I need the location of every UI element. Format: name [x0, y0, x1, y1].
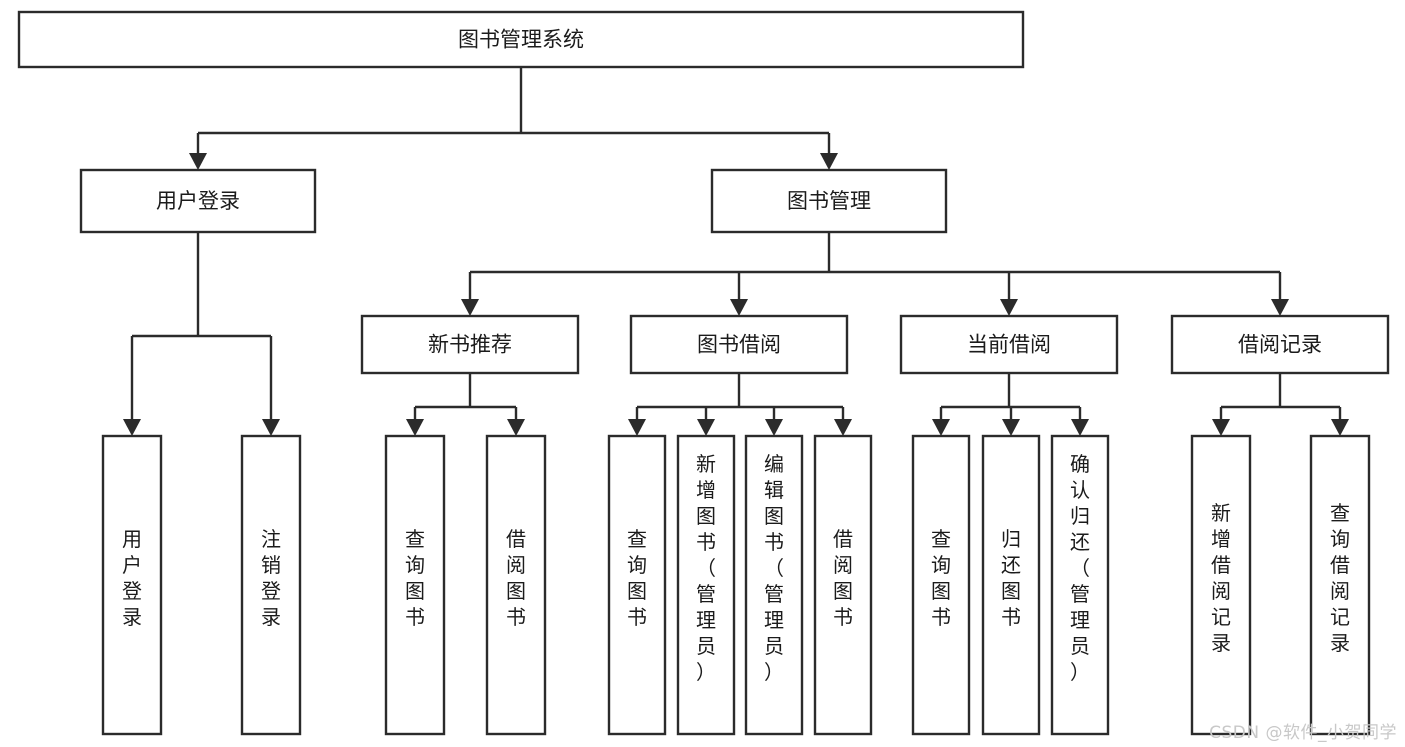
- node-leaf-logout[interactable]: 注销登录: [240, 434, 302, 736]
- node-box-leaf-borrow-book-1: [485, 434, 547, 736]
- connector-borrow-to-leaves: [628, 373, 852, 436]
- node-box-new-book-recommend: [360, 314, 580, 375]
- node-leaf-query-book-1[interactable]: 查询图书: [384, 434, 446, 736]
- node-new-book-recommend[interactable]: 新书推荐: [360, 314, 580, 375]
- node-box-leaf-query-book-1: [384, 434, 446, 736]
- edge-arrowhead: [1071, 419, 1089, 436]
- edge-arrowhead: [507, 419, 525, 436]
- diagram-nodes: 图书管理系统用户登录图书管理新书推荐图书借阅当前借阅借阅记录用户登录注销登录查询…: [17, 10, 1390, 736]
- node-box-leaf-query-book-3: [911, 434, 971, 736]
- node-label-leaf-query-book-2: 查询图书: [627, 527, 647, 629]
- node-box-current-borrow: [899, 314, 1119, 375]
- node-box-leaf-query-record: [1309, 434, 1371, 736]
- edge-arrowhead: [1000, 299, 1018, 316]
- edge-arrowhead: [1331, 419, 1349, 436]
- node-label-new-book-recommend: 新书推荐: [428, 333, 512, 357]
- node-user-login[interactable]: 用户登录: [79, 168, 317, 234]
- edge-arrowhead: [1271, 299, 1289, 316]
- node-label-leaf-query-book-3: 查询图书: [931, 527, 951, 629]
- edge-arrowhead: [628, 419, 646, 436]
- node-box-leaf-user-login: [101, 434, 163, 736]
- node-leaf-confirm-return[interactable]: 确认归还（管理员）: [1050, 434, 1110, 736]
- node-label-current-borrow: 当前借阅: [967, 333, 1051, 357]
- connector-mgmt-to-level3: [461, 232, 1289, 316]
- connector-current-to-leaves: [932, 373, 1089, 436]
- connector-login-to-leaves: [123, 232, 280, 436]
- edge-arrowhead: [932, 419, 950, 436]
- node-leaf-borrow-book-2[interactable]: 借阅图书: [813, 434, 873, 736]
- edge-arrowhead: [123, 419, 141, 436]
- node-box-book-management: [710, 168, 948, 234]
- edge-arrowhead: [189, 153, 207, 170]
- node-label-leaf-borrow-book-2: 借阅图书: [833, 527, 853, 629]
- node-borrow-record[interactable]: 借阅记录: [1170, 314, 1390, 375]
- edge-arrowhead: [262, 419, 280, 436]
- node-label-borrow-record: 借阅记录: [1238, 333, 1322, 357]
- node-label-leaf-edit-book: 编辑图书（管理员）: [764, 452, 784, 684]
- node-leaf-add-book[interactable]: 新增图书（管理员）: [676, 434, 736, 736]
- node-label-leaf-user-login: 用户登录: [122, 527, 142, 629]
- edge-arrowhead: [697, 419, 715, 436]
- node-box-leaf-add-book: [676, 434, 736, 736]
- connector-record-to-leaves: [1212, 373, 1349, 436]
- node-leaf-query-record[interactable]: 查询借阅记录: [1309, 434, 1371, 736]
- node-label-leaf-add-record: 新增借阅记录: [1211, 501, 1231, 655]
- edge-arrowhead: [1002, 419, 1020, 436]
- node-box-book-borrow: [629, 314, 849, 375]
- node-box-root: [17, 10, 1025, 69]
- node-label-leaf-borrow-book-1: 借阅图书: [506, 527, 526, 629]
- node-box-leaf-return-book: [981, 434, 1041, 736]
- node-label-book-management: 图书管理: [787, 189, 871, 213]
- connector-recommend-to-leaves: [406, 373, 525, 436]
- node-leaf-add-record[interactable]: 新增借阅记录: [1190, 434, 1252, 736]
- edge-arrowhead: [820, 153, 838, 170]
- node-box-leaf-add-record: [1190, 434, 1252, 736]
- node-current-borrow[interactable]: 当前借阅: [899, 314, 1119, 375]
- edge-arrowhead: [406, 419, 424, 436]
- csdn-watermark: CSDN @软件_小贺同学: [1209, 723, 1397, 743]
- node-book-management[interactable]: 图书管理: [710, 168, 948, 234]
- node-leaf-borrow-book-1[interactable]: 借阅图书: [485, 434, 547, 736]
- node-leaf-query-book-2[interactable]: 查询图书: [607, 434, 667, 736]
- edge-arrowhead: [730, 299, 748, 316]
- node-box-leaf-edit-book: [744, 434, 804, 736]
- node-label-leaf-confirm-return: 确认归还（管理员）: [1070, 452, 1090, 684]
- node-label-leaf-logout: 注销登录: [261, 527, 281, 629]
- node-label-leaf-query-record: 查询借阅记录: [1330, 501, 1350, 655]
- node-leaf-edit-book[interactable]: 编辑图书（管理员）: [744, 434, 804, 736]
- node-book-borrow[interactable]: 图书借阅: [629, 314, 849, 375]
- connector-edges: [123, 67, 1349, 436]
- node-root[interactable]: 图书管理系统: [17, 10, 1025, 69]
- edge-arrowhead: [765, 419, 783, 436]
- node-leaf-user-login[interactable]: 用户登录: [101, 434, 163, 736]
- node-box-leaf-query-book-2: [607, 434, 667, 736]
- edge-arrowhead: [1212, 419, 1230, 436]
- connector-root-to-level2: [189, 67, 838, 170]
- node-label-user-login: 用户登录: [156, 189, 240, 213]
- edge-arrowhead: [461, 299, 479, 316]
- node-box-leaf-confirm-return: [1050, 434, 1110, 736]
- node-label-leaf-return-book: 归还图书: [1001, 527, 1021, 629]
- node-label-book-borrow: 图书借阅: [697, 333, 781, 357]
- node-leaf-query-book-3[interactable]: 查询图书: [911, 434, 971, 736]
- node-box-borrow-record: [1170, 314, 1390, 375]
- edge-arrowhead: [834, 419, 852, 436]
- node-label-leaf-query-book-1: 查询图书: [405, 527, 425, 629]
- node-label-leaf-add-book: 新增图书（管理员）: [696, 452, 716, 684]
- node-box-leaf-borrow-book-2: [813, 434, 873, 736]
- node-label-root: 图书管理系统: [458, 28, 584, 52]
- node-box-leaf-logout: [240, 434, 302, 736]
- node-leaf-return-book[interactable]: 归还图书: [981, 434, 1041, 736]
- node-box-user-login: [79, 168, 317, 234]
